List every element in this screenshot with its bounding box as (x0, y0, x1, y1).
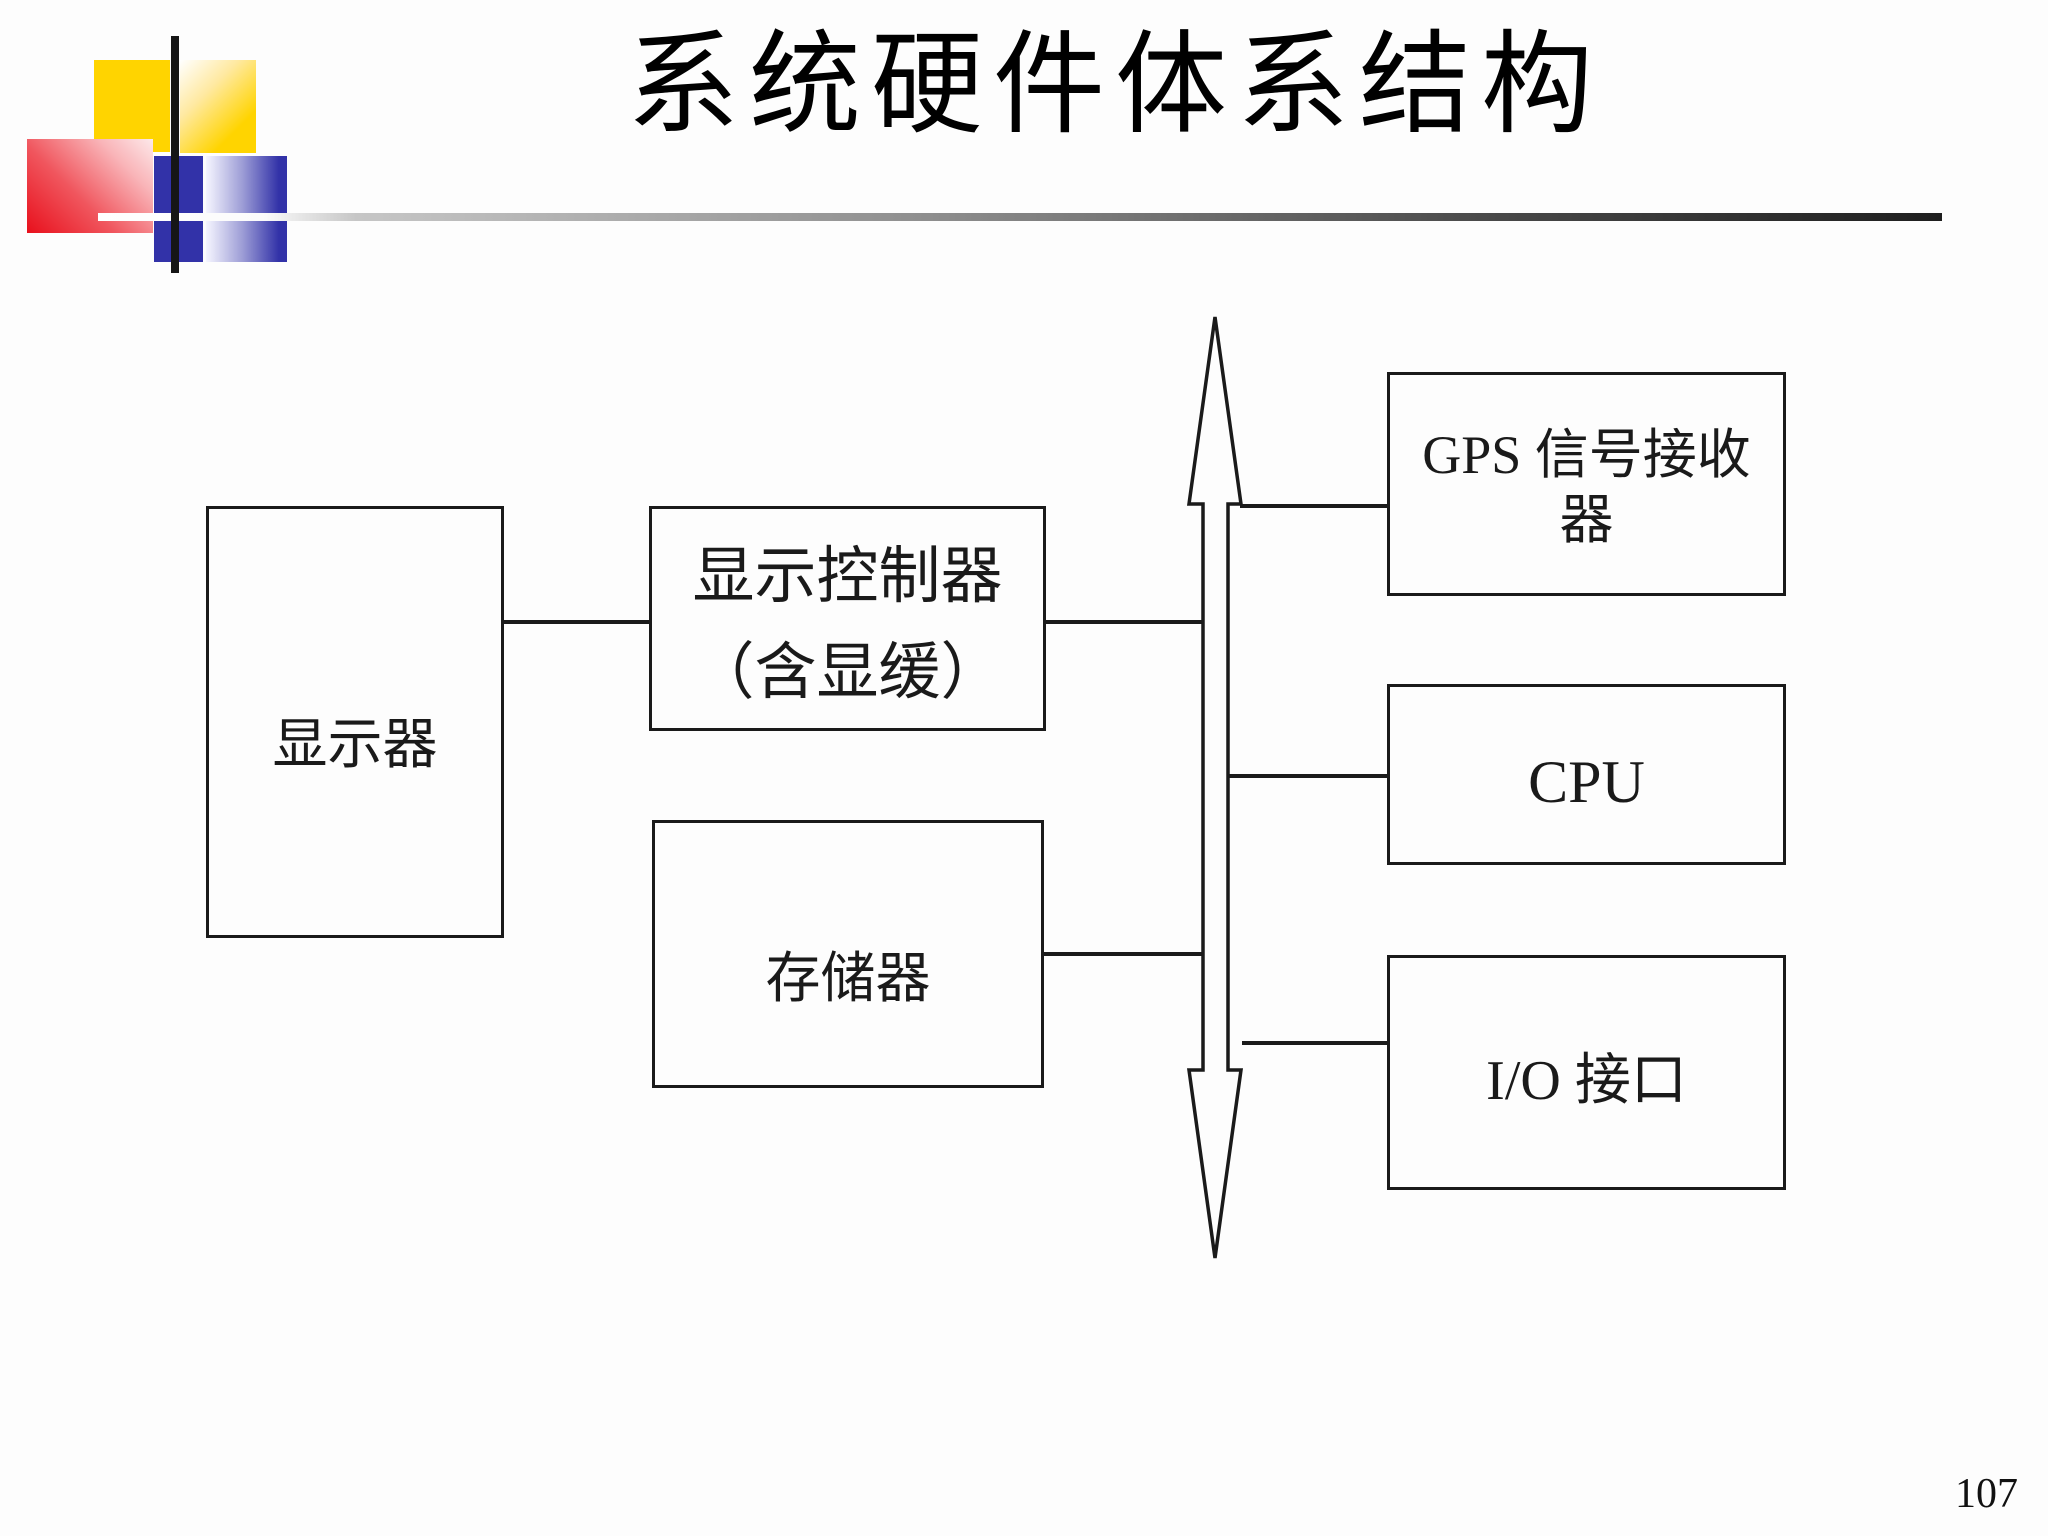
node-display-controller: 显示控制器 （含显缓） (649, 506, 1046, 731)
connector-bus-to-gps (1240, 504, 1389, 508)
node-io-interface: I/O 接口 (1387, 955, 1786, 1190)
node-io-interface-label: I/O 接口 (1486, 1050, 1687, 1112)
node-gps-receiver-label-wrap: 器 (1559, 490, 1614, 550)
logo-square-blue-gradient (206, 156, 287, 262)
title-underline-rule (98, 213, 1942, 221)
node-display-controller-sublabel: （含显缓） (692, 638, 1003, 707)
connector-bus-to-io (1242, 1041, 1389, 1045)
connector-controller-to-bus (1044, 620, 1205, 624)
connector-display-to-controller (501, 620, 651, 624)
logo-vertical-line (171, 36, 179, 273)
node-display: 显示器 (206, 506, 504, 938)
node-cpu-label: CPU (1528, 749, 1645, 815)
connector-memory-to-bus (1042, 952, 1205, 956)
node-gps-receiver-label: GPS 信号接收 (1422, 425, 1751, 485)
node-cpu: CPU (1387, 684, 1786, 865)
logo-square-yellow (94, 60, 170, 152)
node-display-label: 显示器 (272, 714, 438, 775)
node-display-controller-label: 显示控制器 (692, 542, 1003, 611)
connector-bus-to-cpu (1229, 774, 1389, 778)
node-memory-label: 存储器 (765, 948, 931, 1009)
node-gps-receiver: GPS 信号接收 器 (1387, 372, 1786, 596)
slide-logo (0, 0, 300, 290)
logo-square-yellow-gradient (180, 60, 256, 153)
node-memory: 存储器 (652, 820, 1044, 1088)
page-number: 107 (1955, 1471, 2018, 1517)
slide-title: 系统硬件体系结构 (627, 24, 1603, 148)
